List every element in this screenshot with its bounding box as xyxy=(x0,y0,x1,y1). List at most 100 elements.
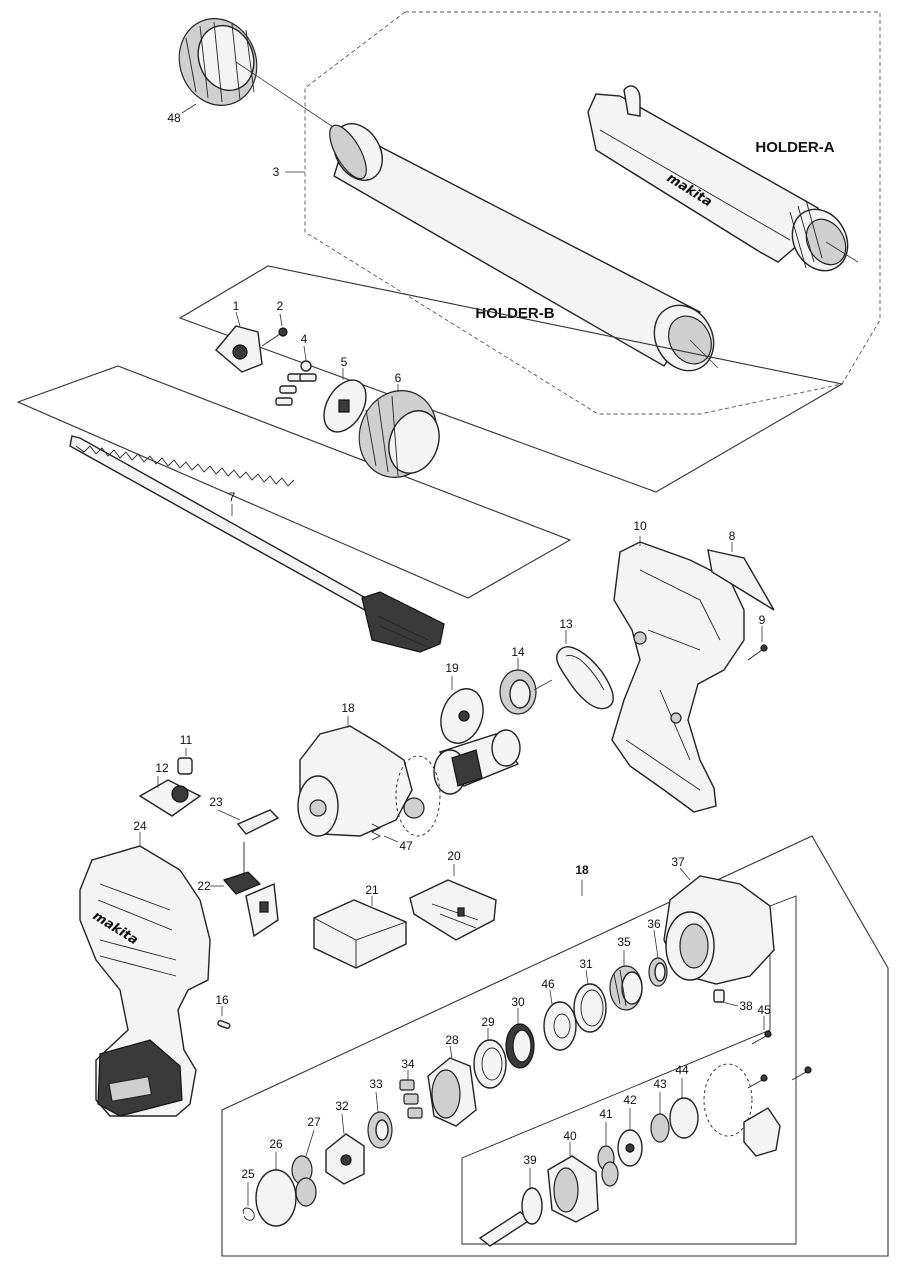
label-8: 8 xyxy=(729,529,736,543)
label-22: 22 xyxy=(197,879,211,893)
part-45-screws xyxy=(747,1016,812,1089)
label-2: 2 xyxy=(277,299,284,313)
part-28-ring-gear xyxy=(427,1045,477,1127)
label-25: 25 xyxy=(241,1167,255,1181)
label-34: 34 xyxy=(401,1057,415,1071)
part-47-spring xyxy=(370,823,399,843)
label-42: 42 xyxy=(623,1093,637,1107)
label-39: 39 xyxy=(523,1153,537,1167)
label-30: 30 xyxy=(511,995,525,1009)
plunger-group-frame xyxy=(178,265,844,493)
label-35: 35 xyxy=(617,935,631,949)
motor xyxy=(433,729,521,795)
label-14: 14 xyxy=(511,645,525,659)
part-34-planet-gears xyxy=(399,1070,423,1119)
label-46: 46 xyxy=(541,977,555,991)
label-43: 43 xyxy=(653,1077,667,1091)
part-2-screw xyxy=(261,313,288,347)
label-38: 38 xyxy=(739,999,753,1013)
label-28: 28 xyxy=(445,1033,459,1047)
part-39-spindle xyxy=(478,1168,543,1247)
label-6: 6 xyxy=(395,371,402,385)
label-37: 37 xyxy=(671,855,685,869)
label-26: 26 xyxy=(269,1137,283,1151)
end-plate xyxy=(703,1063,781,1157)
part-14-pulley xyxy=(499,658,553,715)
part-29-carrier-ring xyxy=(473,1028,507,1089)
part-12-circuit-board xyxy=(138,776,202,817)
part-24-tool-housing: makita xyxy=(79,832,211,1117)
label-19: 19 xyxy=(445,661,459,675)
label-33: 33 xyxy=(369,1077,383,1091)
label-10: 10 xyxy=(633,519,647,533)
part-41-gears xyxy=(597,1122,619,1187)
part-26-washer xyxy=(255,1152,297,1227)
rod-group-frame xyxy=(16,365,572,599)
part-11-cap xyxy=(177,748,193,775)
part-7-rack-rod xyxy=(69,435,445,653)
label-21: 21 xyxy=(365,883,379,897)
part-48-end-cap xyxy=(178,18,346,136)
inner-gear-subframe xyxy=(461,895,797,1245)
label-32: 32 xyxy=(335,1099,349,1113)
part-3-holder-b-tube xyxy=(329,123,719,372)
holder-b-label: HOLDER-B xyxy=(475,305,554,322)
label-47: 47 xyxy=(399,839,413,853)
part-23-switch-lever xyxy=(217,809,280,835)
part-31-ring xyxy=(573,969,607,1033)
label-11: 11 xyxy=(180,733,193,747)
part-37-gear-case xyxy=(663,867,775,985)
part-10-housing-half xyxy=(611,536,745,813)
label-5: 5 xyxy=(341,355,348,369)
label-18: 18 xyxy=(341,701,355,715)
part-44-washer xyxy=(669,1078,699,1139)
label-48: 48 xyxy=(167,111,181,125)
part-43-gear xyxy=(650,1092,670,1143)
part-22-trigger-switch xyxy=(210,842,279,938)
part-5-plate xyxy=(323,368,367,433)
label-36: 36 xyxy=(647,917,661,931)
part-33-sun-gear xyxy=(367,1091,393,1149)
part-38-bushing xyxy=(713,989,739,1007)
label-13: 13 xyxy=(559,617,573,631)
label-9: 9 xyxy=(759,613,766,627)
label-31: 31 xyxy=(579,957,593,971)
part-4-screws xyxy=(275,345,317,406)
part-13-belt xyxy=(556,630,614,710)
part-46-washer xyxy=(543,989,577,1051)
label-16: 16 xyxy=(215,993,229,1007)
part-40-ring-gear xyxy=(547,1142,599,1223)
label-1: 1 xyxy=(233,299,240,313)
label-40: 40 xyxy=(563,1129,577,1143)
label-7: 7 xyxy=(229,490,236,504)
holder-assembly-frame xyxy=(304,11,881,415)
part-35-coupling xyxy=(609,950,643,1011)
label-3: 3 xyxy=(273,165,280,179)
holder-a-label: HOLDER-A xyxy=(755,139,834,156)
group-18-label: 18 xyxy=(575,863,589,877)
label-44: 44 xyxy=(675,1063,689,1077)
part-25-retaining-ring xyxy=(242,1182,255,1221)
part-36-ring xyxy=(648,929,668,987)
part-27-planet-gears xyxy=(291,1129,317,1207)
label-41: 41 xyxy=(599,1107,613,1121)
part-42-carrier xyxy=(617,1108,643,1167)
part-6-ring-nut xyxy=(358,384,440,478)
part-19-mount-plate xyxy=(440,676,484,744)
part-1-bracket xyxy=(215,311,263,373)
label-45: 45 xyxy=(757,1003,771,1017)
label-29: 29 xyxy=(481,1015,495,1029)
part-18-gear-housing-assembly xyxy=(297,716,441,837)
label-4: 4 xyxy=(301,332,308,346)
part-16-pin xyxy=(217,1006,231,1030)
part-21-controller xyxy=(313,896,407,969)
part-9-screw xyxy=(747,626,768,661)
holder-a-cartridge-holder: makita xyxy=(587,85,859,272)
label-12: 12 xyxy=(155,761,169,775)
label-20: 20 xyxy=(447,849,461,863)
label-23: 23 xyxy=(209,795,223,809)
part-30-ring xyxy=(505,1008,535,1069)
part-20-battery-terminal xyxy=(409,864,497,941)
part-8-label-sticker xyxy=(707,542,775,611)
